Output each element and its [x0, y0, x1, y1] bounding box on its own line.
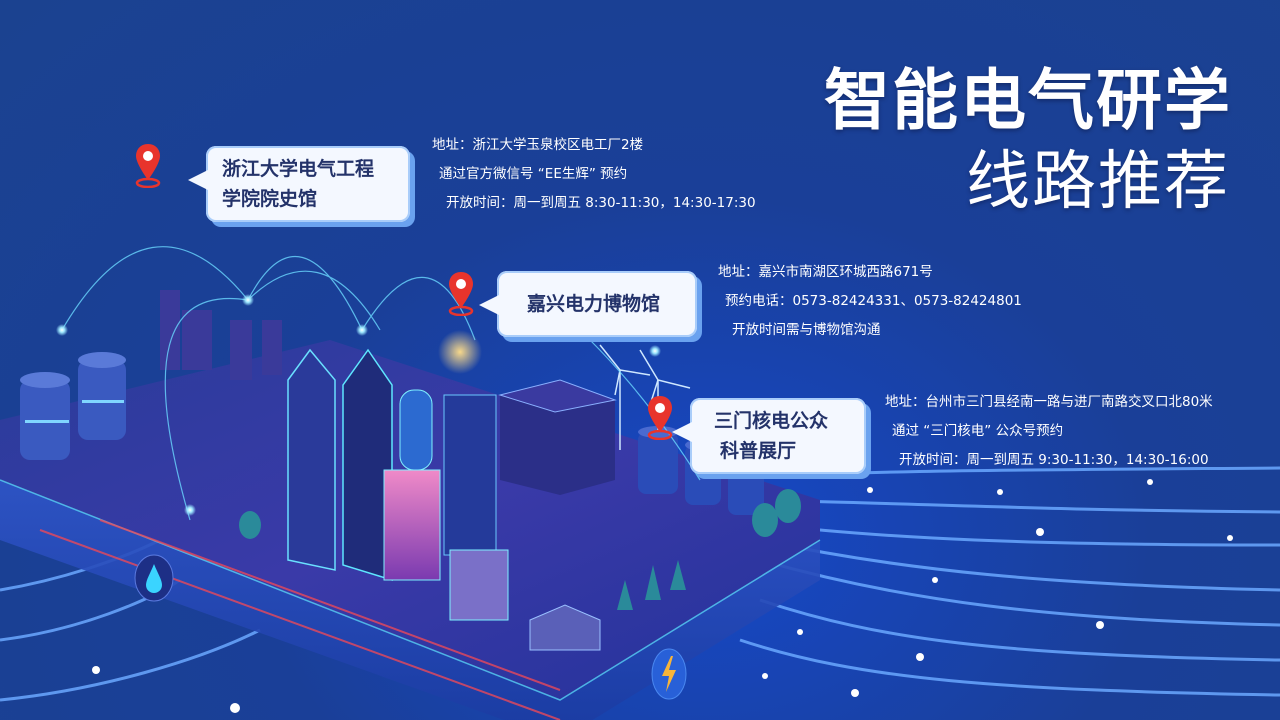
hours-text: 开放时间：周一到周五 8:30-11:30，14:30-17:30	[446, 195, 756, 211]
booking-text: 预约电话：0573-82424331、0573-82424801	[725, 293, 1022, 309]
location-card-jiaxing[interactable]: 嘉兴电力博物馆	[479, 271, 697, 337]
skyscrapers	[287, 348, 617, 621]
title-line-2: 线路推荐	[966, 145, 1230, 219]
hours-text: 开放时间：周一到周五 9:30-11:30，14:30-16:00	[899, 452, 1209, 468]
location-name-line-1: 浙江大学电气工程	[222, 158, 375, 180]
location-name-line-1: 三门核电公众	[714, 410, 829, 432]
location-pin-icon	[135, 144, 161, 188]
title-line-1: 智能电气研学	[824, 61, 1232, 139]
trees	[239, 489, 801, 610]
network-nodes	[56, 294, 661, 516]
lightning-bolt-icon	[651, 648, 687, 700]
location-pin-icon	[448, 272, 474, 316]
location-info-zju: 地址：浙江大学玉泉校区电工厂2楼 通过官方微信号 “EE生辉” 预约 开放时间：…	[432, 131, 756, 218]
water-drop-icon	[134, 554, 174, 602]
network-arcs	[61, 246, 701, 521]
location-pin-icon	[647, 396, 673, 440]
location-card-zju[interactable]: 浙江大学电气工程 学院院史馆	[188, 146, 410, 222]
hours-text: 开放时间需与博物馆沟通	[732, 322, 881, 338]
location-name: 嘉兴电力博物馆	[527, 293, 661, 315]
house	[529, 604, 601, 651]
storage-tanks	[20, 352, 126, 460]
wind-turbines	[599, 344, 691, 450]
address-text: 地址：台州市三门县经南一路与进厂南路交叉口北80米	[885, 394, 1213, 410]
location-card-sanmen[interactable]: 三门核电公众 科普展厅	[672, 398, 866, 474]
skyline	[160, 290, 282, 380]
address-text: 地址：嘉兴市南湖区环城西路671号	[718, 264, 933, 280]
location-info-jiaxing: 地址：嘉兴市南湖区环城西路671号 预约电话：0573-82424331、057…	[718, 258, 1022, 345]
address-text: 地址：浙江大学玉泉校区电工厂2楼	[432, 137, 644, 153]
wave-dots	[92, 479, 1233, 713]
location-name-line-2: 学院院史馆	[222, 188, 318, 210]
booking-text: 通过官方微信号 “EE生辉” 预约	[439, 166, 628, 182]
location-name-line-2: 科普展厅	[720, 440, 797, 462]
platform-side	[0, 480, 820, 720]
location-info-sanmen: 地址：台州市三门县经南一路与进厂南路交叉口北80米 通过 “三门核电” 公众号预…	[885, 388, 1213, 475]
page-title: 智能电气研学 线路推荐	[824, 58, 1232, 222]
booking-text: 通过 “三门核电” 公众号预约	[892, 423, 1064, 439]
